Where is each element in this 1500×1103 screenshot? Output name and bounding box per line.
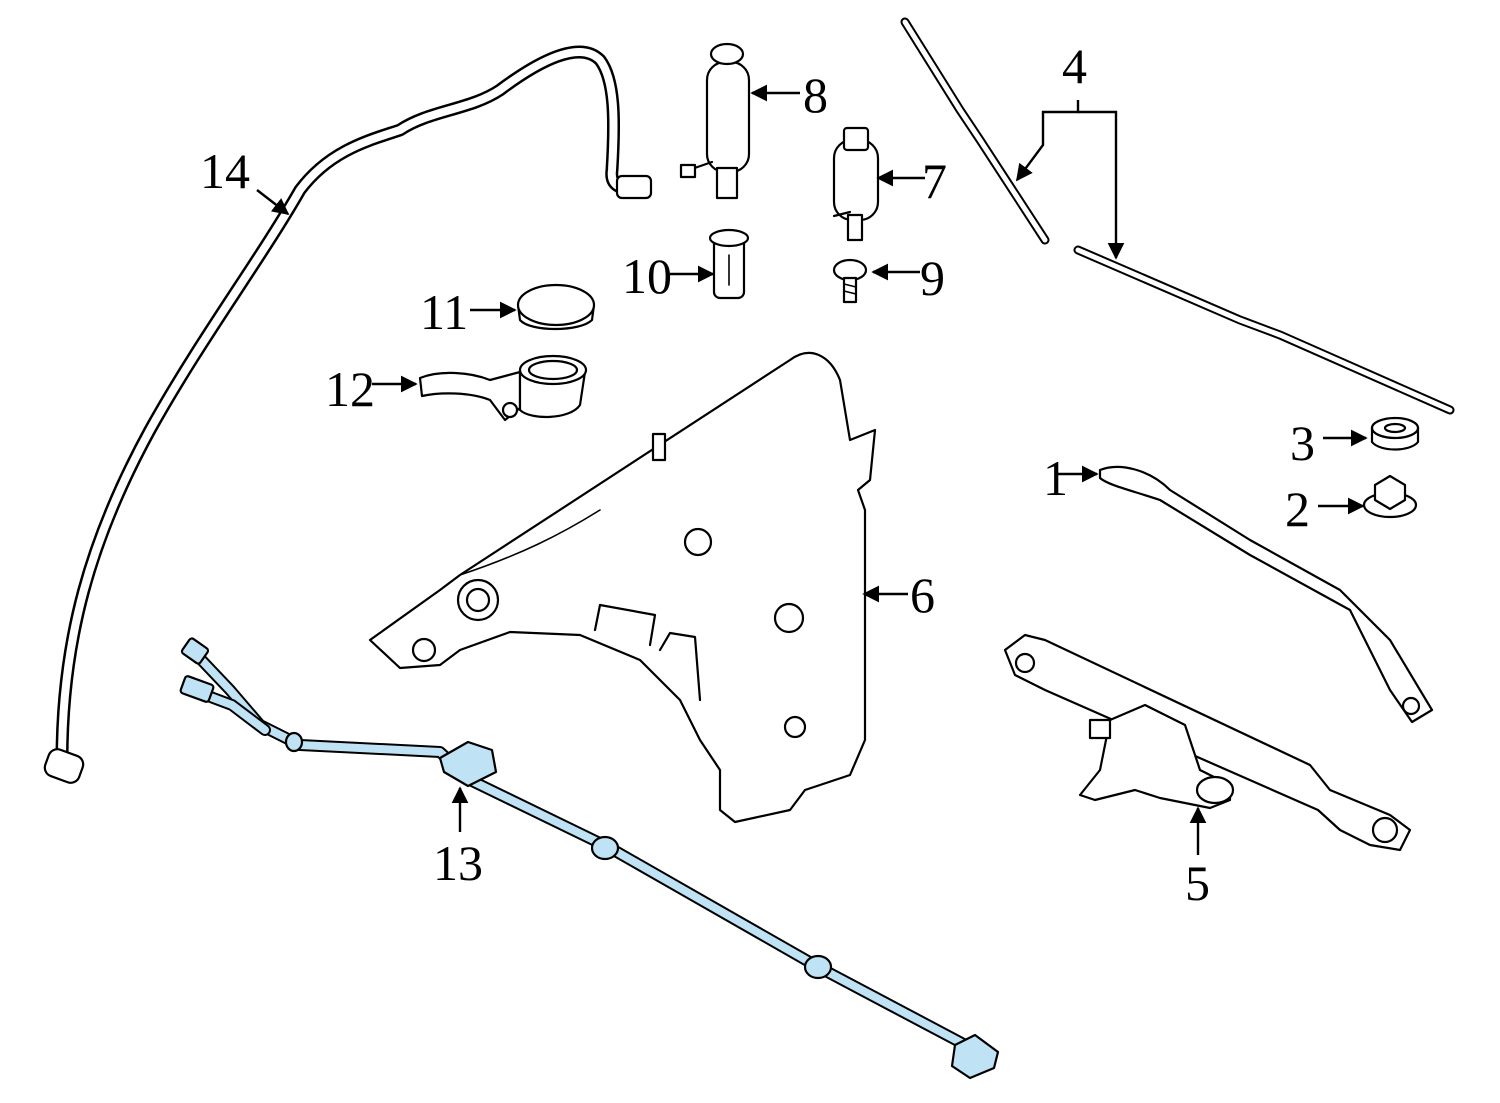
washer-hose-part-13-highlighted[interactable]: [179, 637, 1000, 1080]
callout-14: 14: [200, 143, 250, 199]
bolt-part-9[interactable]: [832, 258, 868, 304]
wiper-motor-linkage-part-5[interactable]: [1003, 633, 1412, 852]
callout-11: 11: [420, 284, 468, 340]
callout-2: 2: [1285, 481, 1310, 537]
washer-pump-part-7[interactable]: [832, 126, 880, 242]
callout-5: 5: [1185, 855, 1210, 911]
grommet-part-10[interactable]: [708, 228, 750, 300]
callout-9: 9: [920, 250, 945, 306]
cap-nut-part-3[interactable]: [1370, 416, 1420, 451]
callout-7: 7: [922, 153, 947, 209]
callout-1: 1: [1043, 450, 1068, 506]
wiper-arm-part-1[interactable]: [1098, 465, 1434, 724]
callout-3: 3: [1290, 415, 1315, 471]
callout-8: 8: [803, 67, 828, 123]
callout-4: 4: [1062, 38, 1087, 94]
callout-labels: 1 2 3 4 5 6 7 8 9 10 11 12 13 14: [200, 38, 1315, 911]
wiper-blade-part-4[interactable]: [900, 17, 1455, 415]
callout-6: 6: [910, 567, 935, 623]
leader-lines: [256, 84, 1368, 855]
washer-reservoir-part-6[interactable]: [368, 351, 877, 824]
filler-cap-part-12[interactable]: [516, 283, 596, 331]
hex-nut-part-2[interactable]: [1362, 474, 1418, 519]
filler-neck-part-11[interactable]: [418, 354, 588, 422]
callout-10: 10: [622, 248, 672, 304]
callout-12: 12: [325, 361, 375, 417]
washer-hose-part-14[interactable]: [42, 45, 653, 785]
washer-pump-part-8[interactable]: [679, 42, 751, 200]
callout-13: 13: [433, 835, 483, 891]
